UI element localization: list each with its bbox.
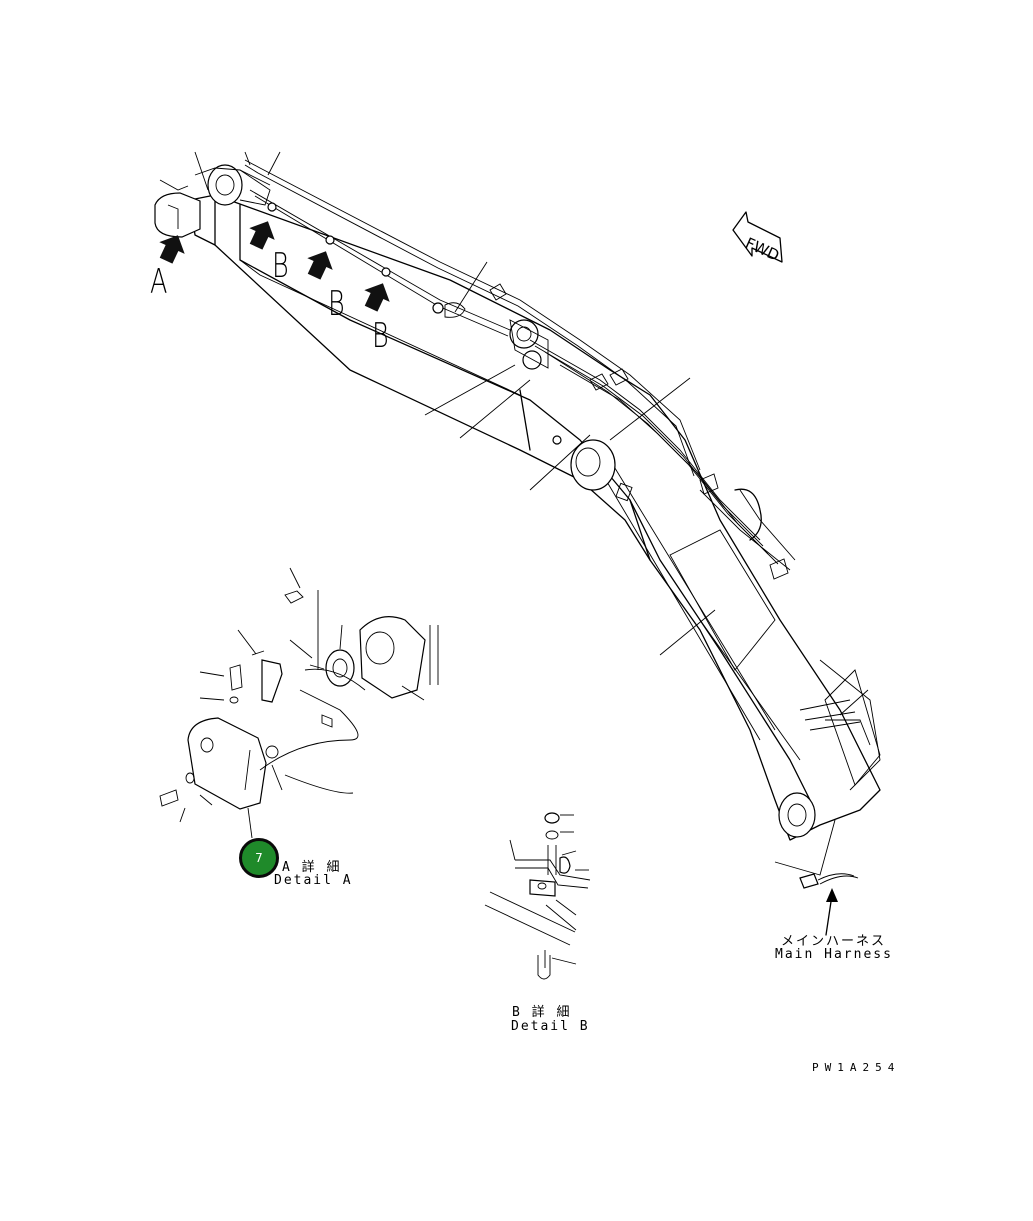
clamps (267, 202, 562, 445)
view-label-b-2: B (328, 284, 345, 324)
main-harness-connector (799, 873, 859, 936)
view-arrows-b (249, 221, 390, 312)
detail-a-english: Detail A (274, 873, 353, 888)
reference-boxes (669, 529, 881, 786)
detail-b-japanese: B 詳 細 (512, 1005, 572, 1020)
hydraulic-lines (244, 159, 796, 580)
view-label-b-3: B (372, 316, 389, 356)
boom-pin-boss (509, 319, 816, 838)
detail-b-drawing (484, 812, 591, 980)
harness-japanese: メインハーネス (781, 934, 887, 949)
callout-number: 7 (255, 851, 263, 865)
detail-a-drawing (159, 567, 439, 839)
work-lamp-assembly (154, 179, 201, 238)
boom-head (194, 164, 271, 206)
detail-a-japanese: A 詳 細 (282, 860, 342, 875)
callout-marker[interactable]: 7 (239, 838, 279, 878)
boom-outline (189, 194, 881, 841)
view-label-a: A (150, 262, 168, 302)
view-arrow-a (159, 235, 185, 264)
drawing-code: PW1A254 (812, 1061, 901, 1074)
harness-english: Main Harness (775, 947, 893, 962)
fwd-arrow-outline (732, 211, 783, 263)
detail-b-english: Detail B (511, 1019, 590, 1034)
leader-lines (194, 151, 869, 876)
view-label-b-1: B (272, 246, 289, 286)
